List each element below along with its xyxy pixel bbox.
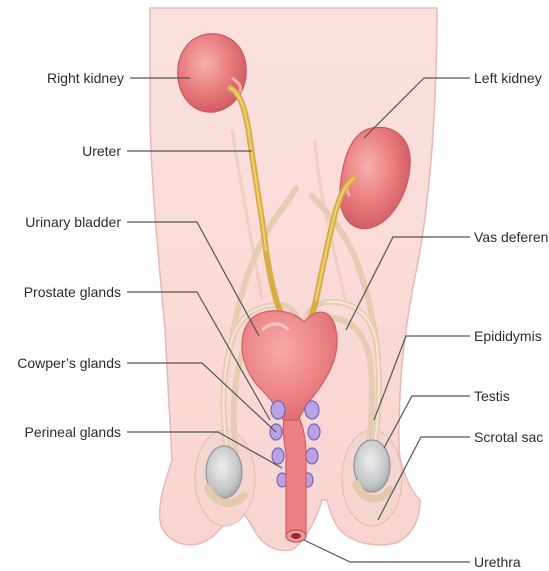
scrotal-sac-label: Scrotal sac <box>474 429 543 445</box>
right-kidney <box>178 34 247 112</box>
cowpers-glands-label: Cowper’s glands <box>17 355 121 371</box>
vas-deferens-label: Vas deferens <box>474 229 549 245</box>
epididymis-label: Epididymis <box>474 328 542 344</box>
testis-label: Testis <box>474 388 510 404</box>
right-kidney-label: Right kidney <box>47 70 124 86</box>
urinary-bladder-label: Urinary bladder <box>25 214 121 230</box>
perineal-glands-label: Perineal glands <box>24 424 121 440</box>
urethra-label: Urethra <box>474 554 521 570</box>
urethra-tube <box>283 420 306 540</box>
left-kidney-label: Left kidney <box>474 70 542 86</box>
ureter-label: Ureter <box>82 143 121 159</box>
prostate-glands-label: Prostate glands <box>24 284 121 300</box>
